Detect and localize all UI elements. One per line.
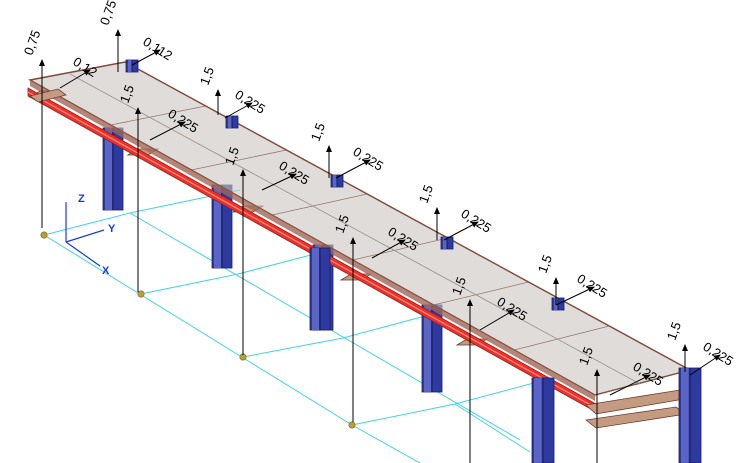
load-value-label: 1,5 [222,145,242,167]
grid-line [43,234,353,426]
column [330,174,344,188]
column-flange [333,175,338,187]
load-arrow-inclined [59,69,91,89]
column-flange [214,185,221,268]
load-value-label: 1,5 [664,320,684,342]
load-value-label: 0,225 [458,206,494,236]
load-value-label: 1,5 [332,213,352,235]
column [309,247,331,331]
load-value-label: 1,5 [449,275,469,297]
deck-joint [191,149,287,171]
load-value-label: 1,5 [576,345,596,367]
deck-girder-line [69,73,641,385]
grid-line [454,379,546,405]
grid-line [242,337,344,358]
grid-line [140,273,239,295]
load-value-label: 0,75 [21,28,44,57]
load-value-label: 0,225 [232,87,268,117]
deck [27,61,692,429]
column-flange [312,248,319,330]
load-arrow-inclined [609,374,651,396]
load-arrow-inclined [261,173,297,191]
column [531,377,555,463]
load-value-label: 1,5 [416,183,436,205]
grid-line [351,424,421,463]
grid-line [342,315,426,339]
deck-edge [30,80,595,401]
grid-line [351,403,456,426]
column-flange [105,128,112,210]
column-flange [228,116,233,128]
end-plate [29,88,67,103]
y-axis-line [65,229,105,243]
load-value-label: 0,225 [574,271,610,301]
axis-triad: Z Y X [65,193,116,277]
load-arrow-inclined [689,354,721,376]
x-axis-label: X [102,265,110,277]
column [225,115,239,129]
column-flange [681,368,689,463]
z-axis-label: Z [78,193,85,205]
load-value-label: 0,112 [140,34,175,63]
load-arrow-inclined [555,286,595,306]
deck-joint [110,105,206,126]
column-flange [443,237,448,249]
load-value-label: 1,5 [117,83,137,105]
load-value-label: 1,5 [197,65,217,87]
load-value-label: 1,5 [535,253,555,275]
grid-line [43,212,131,236]
load-arrow-inclined [149,121,186,141]
deck-joint [352,237,448,261]
load-arrow-inclined [479,309,515,331]
load-arrow-inclined [443,221,479,241]
y-axis-label: Y [108,223,116,235]
deck-surface [27,61,692,396]
load-value-label: 0,225 [350,144,386,174]
x-axis-line [65,241,101,267]
column-flange [534,378,542,463]
support-node [40,231,48,239]
support-node [137,290,145,298]
column [125,59,139,73]
load-arrow-inclined [224,102,253,119]
grid-line [454,403,531,453]
load-value-label: 1,5 [308,121,328,143]
column-flange [128,60,133,72]
load-arrow-inclined [335,159,371,179]
column-flange [424,305,431,392]
front-columns [125,59,702,463]
support-node [348,421,356,429]
load-arrow-inclined [131,49,161,66]
deck-joint [272,193,368,216]
column [421,304,443,393]
column [678,367,702,463]
load-arrow-inclined [371,239,406,259]
load-value-label: 0,75 [97,0,120,27]
deck-joint [514,325,610,351]
deck-joint [433,281,529,306]
